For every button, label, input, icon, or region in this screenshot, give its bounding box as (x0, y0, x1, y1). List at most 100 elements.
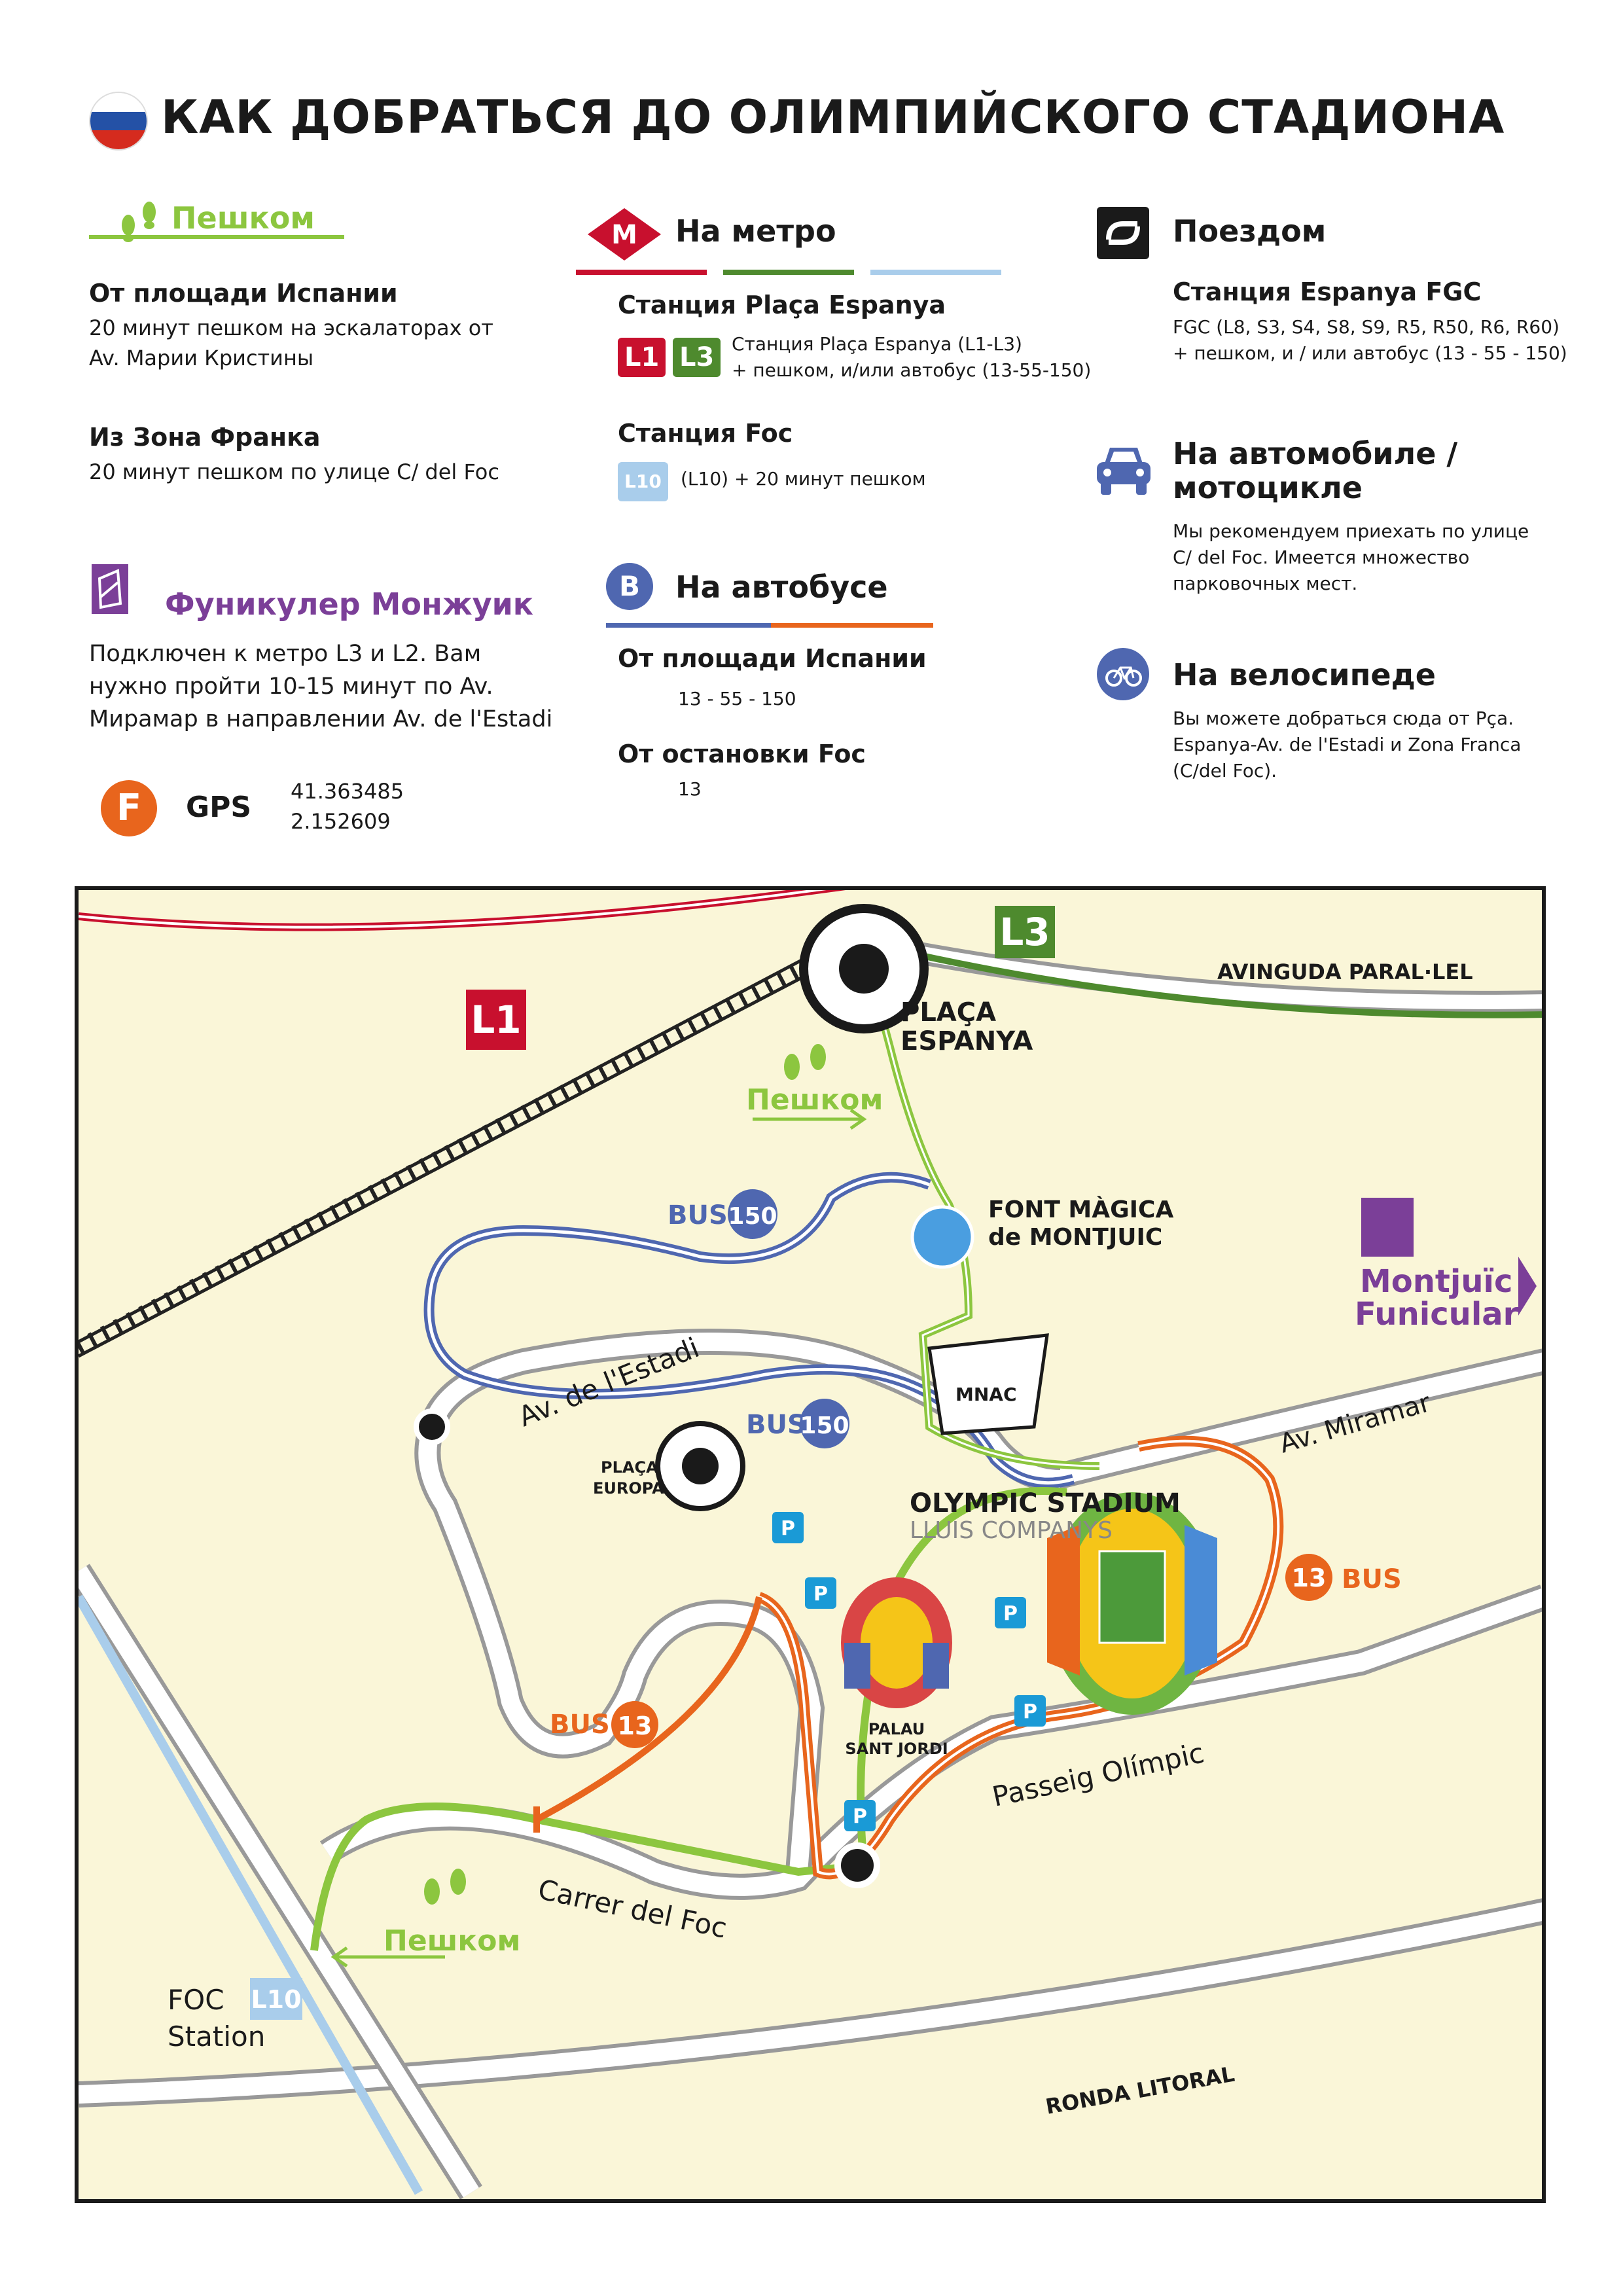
map: P P P P P L1 L3 AVINGUDA PARAL·LEL PLAÇA… (75, 886, 1546, 2203)
car-heading-1: На автомобиле / (1173, 436, 1458, 471)
label-walk-top: Пешком (746, 1083, 883, 1117)
bus-13-spur (533, 1596, 762, 1833)
palau-sant-jordi-icon (841, 1577, 952, 1708)
car-heading-2: мотоцикле (1173, 470, 1363, 505)
metro-heading: На метро (675, 213, 836, 249)
metro-l1-line (79, 890, 846, 931)
car-text: Мы рекомендуем приехать по улице C/ del … (1173, 520, 1529, 594)
flag-icon (89, 92, 148, 151)
metro-l3-line (863, 939, 1542, 1018)
map-l1-label: L1 (471, 997, 521, 1042)
funicular-heading: Фуникулер Монжуик (165, 586, 534, 622)
bike-text: Вы можете добраться сюда от Pça. Espanya… (1173, 708, 1522, 781)
mnac-building (927, 1333, 1049, 1435)
parking-signs (772, 1512, 1046, 1831)
bus-from-square-lines: 13 - 55 - 150 (678, 688, 796, 709)
label-passeig-olimpic: Passeig Olímpic (990, 1736, 1207, 1812)
label-walk-bottom: Пешком (383, 1924, 520, 1958)
label-bus13-left: BUS (550, 1710, 610, 1740)
line-l3-badge: L3 (673, 338, 721, 377)
parking-label: P (1003, 1602, 1018, 1625)
olympic-stadium-icon (1047, 1492, 1217, 1715)
label-bus13-right: BUS (1342, 1564, 1402, 1594)
train-icon (1097, 207, 1149, 259)
walk-from-franca-title: Из Зона Франка (89, 423, 321, 452)
train-station-title: Станция Espanya FGC (1173, 278, 1482, 306)
funicular-text: Подключен к метро L3 и L2. Вам нужно про… (89, 641, 553, 732)
label-funicular-1: Montjuïc (1360, 1263, 1512, 1300)
metro-station1-text-2: + пешком, и/или автобус (13-55-150) (732, 359, 1092, 381)
walk-section-header (89, 196, 351, 249)
parking-label: P (781, 1517, 795, 1540)
label-placa-europa-1: PLAÇA (601, 1458, 658, 1477)
walk-from-franca-text: 20 минут пешком по улице C/ del Foc (89, 459, 499, 484)
label-lluis-companys: LLUIS COMPANYS (910, 1517, 1113, 1544)
walk-route-bottom (310, 1487, 1067, 1951)
line-l1-badge: L1 (618, 338, 666, 377)
parking-label: P (853, 1805, 867, 1828)
metro-icon-letter: M (611, 220, 637, 250)
label-bus150-b-num: 150 (800, 1412, 849, 1439)
map-l10-label: L10 (251, 1985, 301, 2014)
metro-station2-text: (L10) + 20 минут пешком (681, 468, 926, 490)
metro-station1-text-1: Станция Plaça Espanya (L1-L3) (732, 333, 1022, 355)
label-palau-1: PALAU (868, 1720, 925, 1738)
metro-station1-title: Станция Plaça Espanya (618, 291, 946, 319)
label-bus13-right-num: 13 (1292, 1564, 1327, 1592)
gps-lon: 2.152609 (291, 809, 391, 834)
bus-icon: B (606, 563, 653, 610)
walk-arrow-right (753, 1108, 867, 1130)
bus-from-foc-lines: 13 (678, 778, 702, 800)
map-canvas: P P P P P L1 L3 AVINGUDA PARAL·LEL PLAÇA… (79, 890, 1542, 2199)
bus-heading: На автобусе (675, 569, 888, 605)
label-foc-station-2: Station (168, 2020, 265, 2053)
label-foc-station-1: FOC (168, 1984, 224, 2016)
map-l3-label: L3 (999, 910, 1050, 954)
parking-label: P (813, 1583, 828, 1605)
walk-arrow-left (330, 1946, 445, 1968)
walk-heading: Пешком (171, 200, 315, 236)
walk-from-square-text: 20 минут пешком на эскалаторах от Av. Ма… (89, 315, 493, 370)
label-avinguda-paralel: AVINGUDA PARAL·LEL (1217, 960, 1473, 984)
label-font-magica-1: FONT MÀGICA (988, 1196, 1173, 1223)
metro-station2-title: Станция Foc (618, 419, 793, 448)
label-placa-europa-2: EUROPA (593, 1479, 664, 1498)
label-funicular-2: Funicular (1355, 1296, 1519, 1333)
label-bus13-left-num: 13 (618, 1712, 652, 1740)
parking-label: P (1023, 1700, 1037, 1723)
bike-icon (1097, 648, 1149, 700)
label-bus150-b: BUS (746, 1410, 806, 1440)
railway (79, 935, 855, 1356)
label-olympic-stadium: OLYMPIC STADIUM (910, 1488, 1181, 1518)
funicular-map-icon (1361, 1198, 1414, 1257)
label-mnac: MNAC (955, 1384, 1017, 1405)
label-placa-espanya-1: PLAÇA (901, 997, 996, 1028)
bus-from-square-title: От площади Испании (618, 644, 927, 673)
gps-label: GPS (186, 791, 252, 824)
footprints-icon (89, 202, 344, 242)
gps-icon: F (101, 780, 157, 836)
footprints-icon (424, 1044, 826, 1905)
label-placa-espanya-2: ESPANYA (901, 1026, 1033, 1056)
metro-l10-line (79, 1594, 423, 2195)
walk-from-square-title: От площади Испании (89, 279, 398, 308)
gps-lat: 41.363485 (291, 779, 404, 804)
metro-lines-underline (576, 270, 1001, 276)
page-title: КАК ДОБРАТЬСЯ ДО ОЛИМПИЙСКОГО СТАДИОНА (161, 90, 1505, 144)
train-heading: Поездом (1173, 213, 1327, 249)
train-text-2: + пешком, и / или автобус (13 - 55 - 150… (1173, 342, 1567, 364)
label-bus150-a: BUS (668, 1200, 728, 1230)
label-bus150-a-num: 150 (728, 1203, 777, 1230)
font-magica-icon (910, 1205, 974, 1269)
line-l10-badge: L10 (618, 462, 668, 501)
car-icon (1094, 442, 1153, 497)
metro-icon: M (588, 208, 661, 260)
label-palau-2: SANT JORDI (845, 1740, 948, 1758)
label-font-magica-2: de MONTJUIC (988, 1224, 1162, 1251)
bike-heading: На велосипеде (1173, 657, 1436, 692)
label-ronda-litoral: RONDA LITORAL (1044, 2062, 1236, 2119)
bus-underline (606, 623, 933, 628)
bus-from-foc-title: От остановки Foc (618, 740, 866, 768)
funicular-icon (92, 564, 128, 614)
train-text-1: FGC (L8, S3, S4, S8, S9, R5, R50, R6, R6… (1173, 316, 1560, 338)
